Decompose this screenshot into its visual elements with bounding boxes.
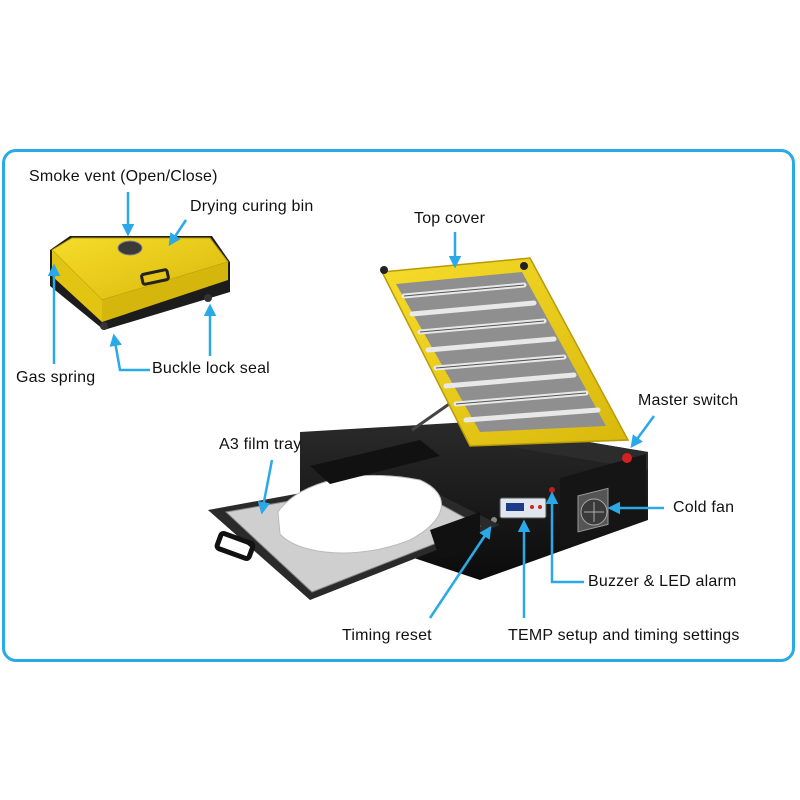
callout-frame bbox=[2, 149, 795, 662]
arrow-timing-reset bbox=[428, 525, 492, 619]
closed-unit-image bbox=[50, 236, 230, 330]
label-cold-fan: Cold fan bbox=[673, 499, 735, 516]
arrow-buzzer bbox=[545, 491, 584, 584]
label-top-cover: Top cover bbox=[414, 210, 486, 227]
callout-arrows bbox=[47, 192, 664, 619]
arrow-buckle-lock bbox=[109, 333, 150, 372]
arrow-master-switch bbox=[630, 415, 656, 449]
label-temp-setup: TEMP setup and timing settings bbox=[508, 627, 740, 644]
tray-handle bbox=[214, 531, 256, 561]
label-gas-spring: Gas spring bbox=[16, 369, 96, 386]
open-unit-image bbox=[208, 257, 648, 600]
gas-spring-rod bbox=[411, 400, 453, 432]
smoke-vent-knob bbox=[117, 240, 143, 256]
label-buzzer-alarm: Buzzer & LED alarm bbox=[588, 573, 737, 590]
closed-unit-handle bbox=[140, 268, 170, 286]
label-timing-reset: Timing reset bbox=[342, 627, 432, 644]
label-buckle-lock: Buckle lock seal bbox=[152, 360, 270, 377]
arrow-film-tray bbox=[257, 459, 274, 515]
label-master-switch: Master switch bbox=[638, 392, 739, 409]
master-switch-button bbox=[622, 453, 632, 463]
arrow-drying-bin bbox=[168, 219, 188, 247]
label-film-tray: A3 film tray bbox=[219, 436, 302, 453]
label-drying-bin: Drying curing bin bbox=[190, 198, 314, 215]
label-smoke-vent: Smoke vent (Open/Close) bbox=[29, 168, 218, 185]
